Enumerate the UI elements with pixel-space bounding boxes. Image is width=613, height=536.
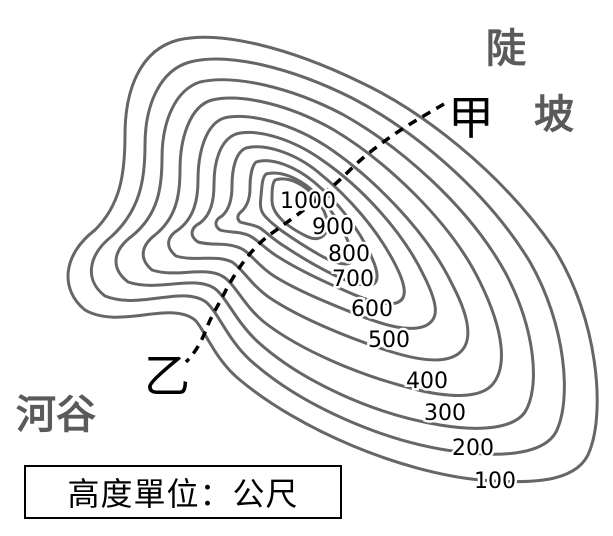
contour-line-1000: [270, 177, 329, 241]
contour-line-300: [114, 78, 535, 430]
river-valley-label: 河谷: [16, 391, 96, 438]
elevation-label-300: 300: [424, 401, 466, 426]
elevation-label-400: 400: [406, 369, 448, 394]
elevation-label-700: 700: [332, 267, 374, 292]
elevation-label-100: 100: [474, 469, 516, 494]
profile-start-label: 甲: [448, 91, 494, 145]
elevation-label-800: 800: [328, 242, 370, 267]
steep-slope-label-top: 陡: [486, 25, 527, 72]
elevation-label-500: 500: [368, 328, 410, 353]
contour-lines: [66, 35, 599, 484]
elevation-label-200: 200: [452, 436, 494, 461]
profile-line: [184, 102, 445, 364]
steep-slope-label-bottom: 坡: [534, 91, 574, 138]
contour-line-400: [141, 96, 503, 397]
elevation-label-1000: 1000: [280, 189, 336, 214]
contour-line-200: [89, 57, 566, 456]
contour-line-700: [214, 145, 406, 306]
elevation-unit-legend: 高度單位：公尺: [24, 465, 342, 519]
elevation-label-600: 600: [351, 297, 393, 322]
contour-line-800: [236, 159, 379, 287]
contour-line-900: [258, 171, 355, 266]
contour-line-500: [167, 114, 470, 362]
profile-end-label: 乙: [144, 349, 190, 403]
contour-line-600: [190, 130, 437, 330]
elevation-unit-text: 高度單位：公尺: [67, 475, 299, 513]
contour-line-100: [66, 35, 599, 484]
elevation-labels: 1000 900 800 700 600 500 400 300 200 100: [278, 187, 519, 497]
elevation-label-900: 900: [312, 215, 354, 240]
